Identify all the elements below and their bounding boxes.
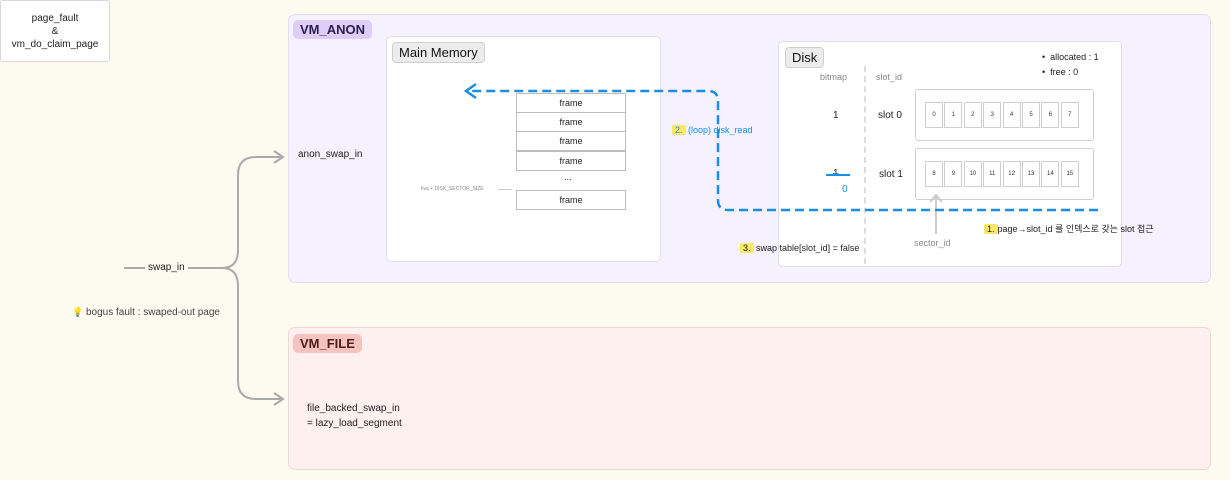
allocated-text: allocated : 1 — [1050, 52, 1099, 62]
step3-note: 3. swap table[slot_id] = false — [740, 243, 859, 253]
sector-cell: 9 — [944, 161, 963, 187]
main-memory-title: Main Memory — [392, 42, 485, 63]
sector-cell: 5 — [1022, 102, 1040, 128]
sector-cell: 8 — [925, 161, 943, 187]
page-fault-line: page_fault — [31, 12, 79, 24]
slot0-label: slot 0 — [878, 110, 902, 121]
bogus-fault-hint: 💡 bogus fault : swaped-out page — [72, 307, 220, 318]
sector-cell: 10 — [963, 161, 982, 187]
step1-note: 1.page→slot_id 를 인덱스로 갖는 slot 접근 — [984, 222, 1154, 235]
memory-frame: frame — [516, 151, 626, 171]
lazy-load-segment: = lazy_load_segment — [307, 418, 402, 429]
sector-cell: 4 — [1002, 102, 1021, 128]
kva-label: kva + DISK_SECTOR_SIZE — [421, 186, 484, 192]
sector-id-label: sector_id — [914, 238, 951, 248]
memory-frame-last: frame — [516, 190, 626, 210]
step1-number: 1. — [984, 224, 998, 234]
slot0-bit: 1 — [833, 110, 839, 121]
swap-in-label: swap_in — [148, 262, 185, 273]
slot1-bit-strike — [826, 174, 850, 176]
sector-cell: 1 — [944, 102, 963, 128]
vm-file-tag: VM_FILE — [293, 334, 362, 353]
step3-text: swap table[slot_id] = false — [756, 243, 860, 253]
memory-frame: frame — [516, 93, 626, 113]
bitmap-header: bitmap — [820, 72, 848, 82]
sector-cell: 2 — [963, 102, 982, 128]
slot1-label: slot 1 — [879, 169, 903, 180]
sector-cell: 13 — [1022, 161, 1040, 187]
anon-swap-in-label: anon_swap_in — [298, 149, 363, 160]
step3-number: 3. — [740, 243, 754, 253]
kva-line — [498, 189, 512, 190]
disk-title: Disk — [785, 47, 825, 68]
sector-cell: 11 — [983, 161, 1002, 187]
step2-number: 2. — [672, 125, 686, 135]
memory-frame: frame — [516, 112, 626, 132]
sector-cell: 15 — [1060, 161, 1079, 187]
sector-cell: 14 — [1041, 161, 1060, 187]
lightbulb-icon: 💡 — [72, 307, 84, 317]
sector-cell: 0 — [925, 102, 943, 128]
page-fault-box: page_fault & vm_do_claim_page — [0, 0, 110, 62]
page-fault-amp: & — [51, 25, 59, 37]
sector-cell: 3 — [983, 102, 1002, 128]
file-backed-swap-in: file_backed_swap_in — [307, 403, 400, 414]
sector-cell: 12 — [1002, 161, 1021, 187]
sector-cell: 7 — [1060, 102, 1079, 128]
frames-ellipsis: ... — [564, 172, 572, 182]
slot-id-header: slot_id — [876, 72, 903, 82]
disk-note-free: • free : 0 — [1042, 67, 1079, 77]
entry-edge — [124, 150, 285, 406]
step1-text: page→slot_id 를 인덱스로 갖는 slot 접근 — [997, 224, 1154, 234]
step2-text: (loop) disk_read — [688, 125, 753, 135]
disk-note-allocated: • allocated : 1 — [1042, 52, 1099, 62]
free-text: free : 0 — [1050, 67, 1079, 77]
slot1-bit-new: 0 — [842, 184, 848, 195]
page-fault-claim: vm_do_claim_page — [11, 38, 99, 50]
sector-cell: 6 — [1041, 102, 1060, 128]
vm-file-section — [288, 327, 1211, 470]
bogus-fault-text: bogus fault : swaped-out page — [86, 307, 220, 318]
vm-anon-tag: VM_ANON — [293, 20, 373, 39]
step2-note: 2. (loop) disk_read — [672, 125, 753, 135]
disk-divider — [864, 66, 866, 264]
memory-frame: frame — [516, 131, 626, 151]
